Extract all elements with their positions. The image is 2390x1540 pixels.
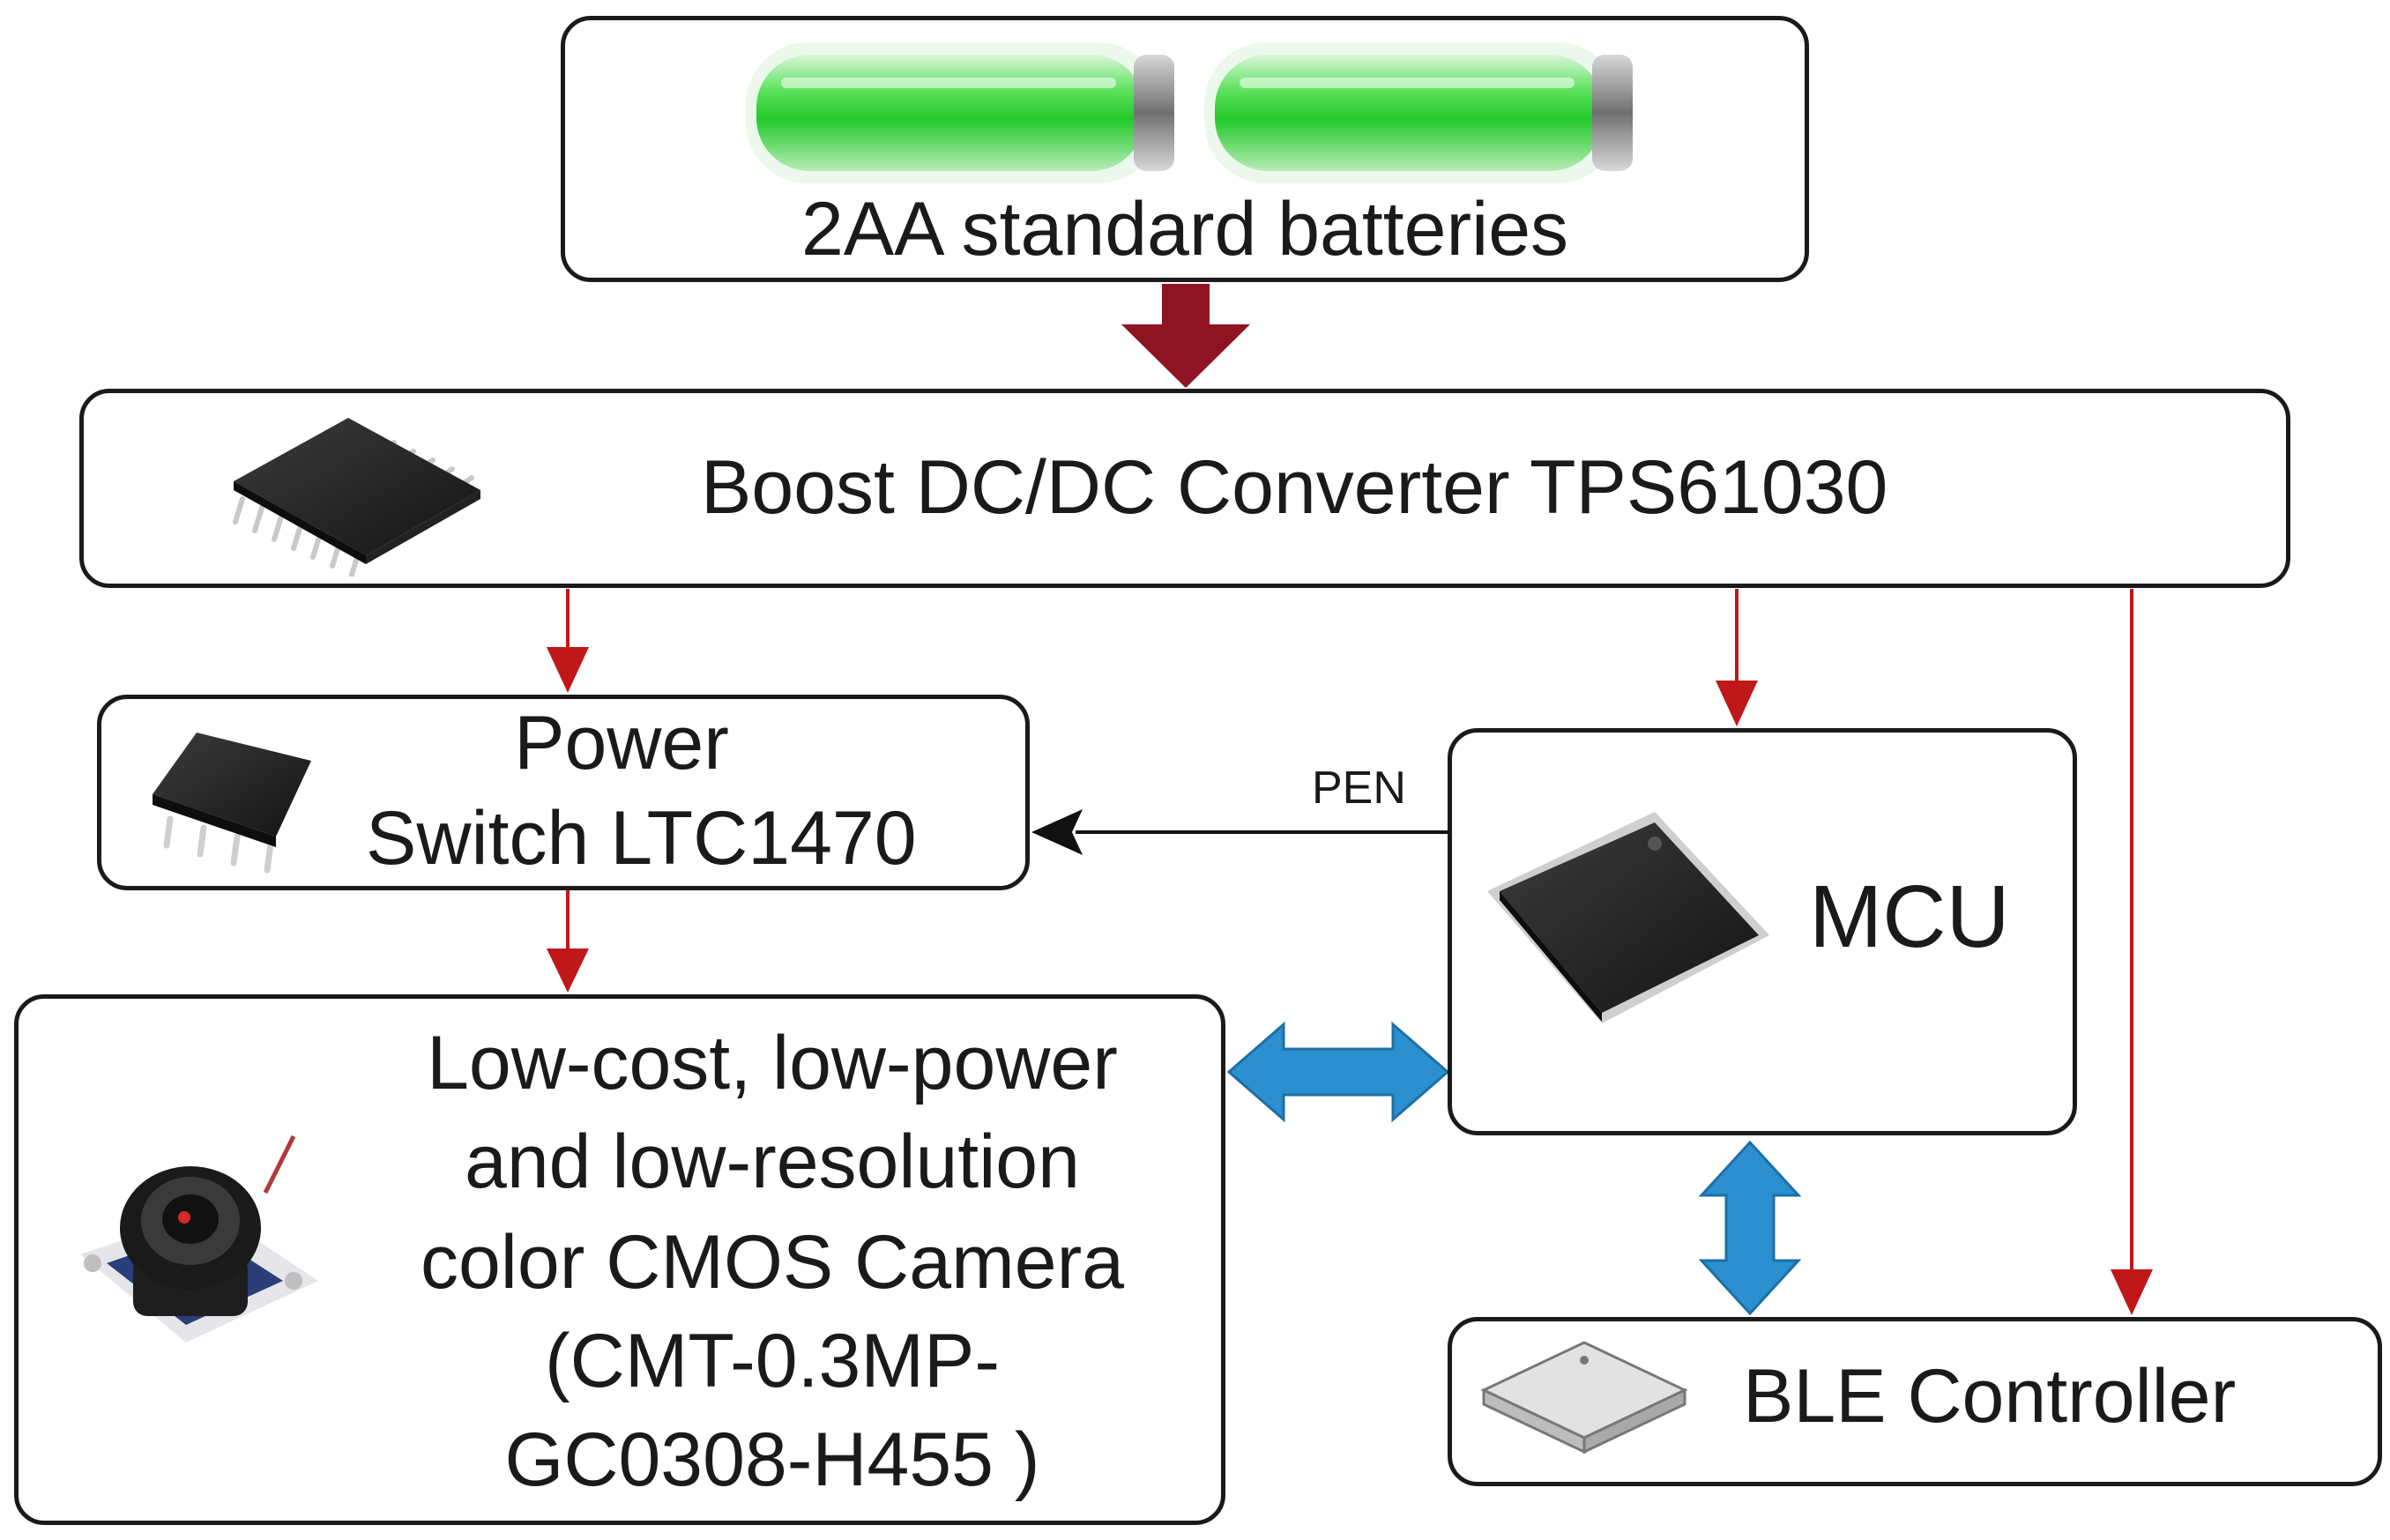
- camera-mcu-bus-arrow: [1226, 1021, 1450, 1123]
- power-arrow-to-ble: [2111, 589, 2153, 1315]
- camera-label-line1: Low-cost, low-power: [427, 1021, 1118, 1105]
- mcu-label: MCU: [1809, 867, 2010, 966]
- pen-signal-arrow: [1031, 809, 1448, 855]
- qfn-chip-icon: [1480, 1341, 1688, 1454]
- power-arrow-to-camera: [547, 890, 589, 993]
- battery-icon: [746, 42, 1633, 183]
- camera-label-line2: and low-resolution: [465, 1120, 1080, 1204]
- camera-module-icon: [80, 1135, 318, 1343]
- qfp-chip-icon: [1487, 812, 1769, 1023]
- power-switch-label-line1: Power: [514, 701, 729, 785]
- pen-signal-label: PEN: [1312, 763, 1406, 814]
- mcu-ble-bus-arrow: [1698, 1140, 1802, 1316]
- camera-label-line3: color CMOS Camera: [420, 1220, 1125, 1305]
- power-main-arrow: [1121, 284, 1250, 388]
- camera-block: Low-cost, low-power and low-resolution c…: [14, 994, 1225, 1525]
- mcu-block: MCU: [1448, 728, 2077, 1135]
- soic-chip-icon: [153, 733, 311, 874]
- power-arrow-to-mcu: [1716, 589, 1758, 726]
- battery-block: 2AA standard batteries: [561, 16, 1809, 282]
- tssop-chip-icon: [233, 418, 480, 577]
- camera-label-line4: (CMT-0.3MP-: [545, 1319, 1000, 1403]
- boost-converter-block: Boost DC/DC Converter TPS61030: [79, 389, 2290, 588]
- power-switch-label-line2: Switch LTC1470: [366, 796, 917, 881]
- power-switch-block: Power Switch LTC1470: [97, 695, 1030, 890]
- ble-controller-block: BLE Controller: [1448, 1317, 2382, 1486]
- boost-converter-label: Boost DC/DC Converter TPS61030: [701, 445, 1888, 530]
- battery-label: 2AA standard batteries: [800, 187, 1569, 272]
- power-arrow-to-switch: [547, 589, 589, 693]
- ble-controller-label: BLE Controller: [1743, 1354, 2237, 1439]
- camera-label-line5: GC0308-H455 ): [504, 1417, 1040, 1502]
